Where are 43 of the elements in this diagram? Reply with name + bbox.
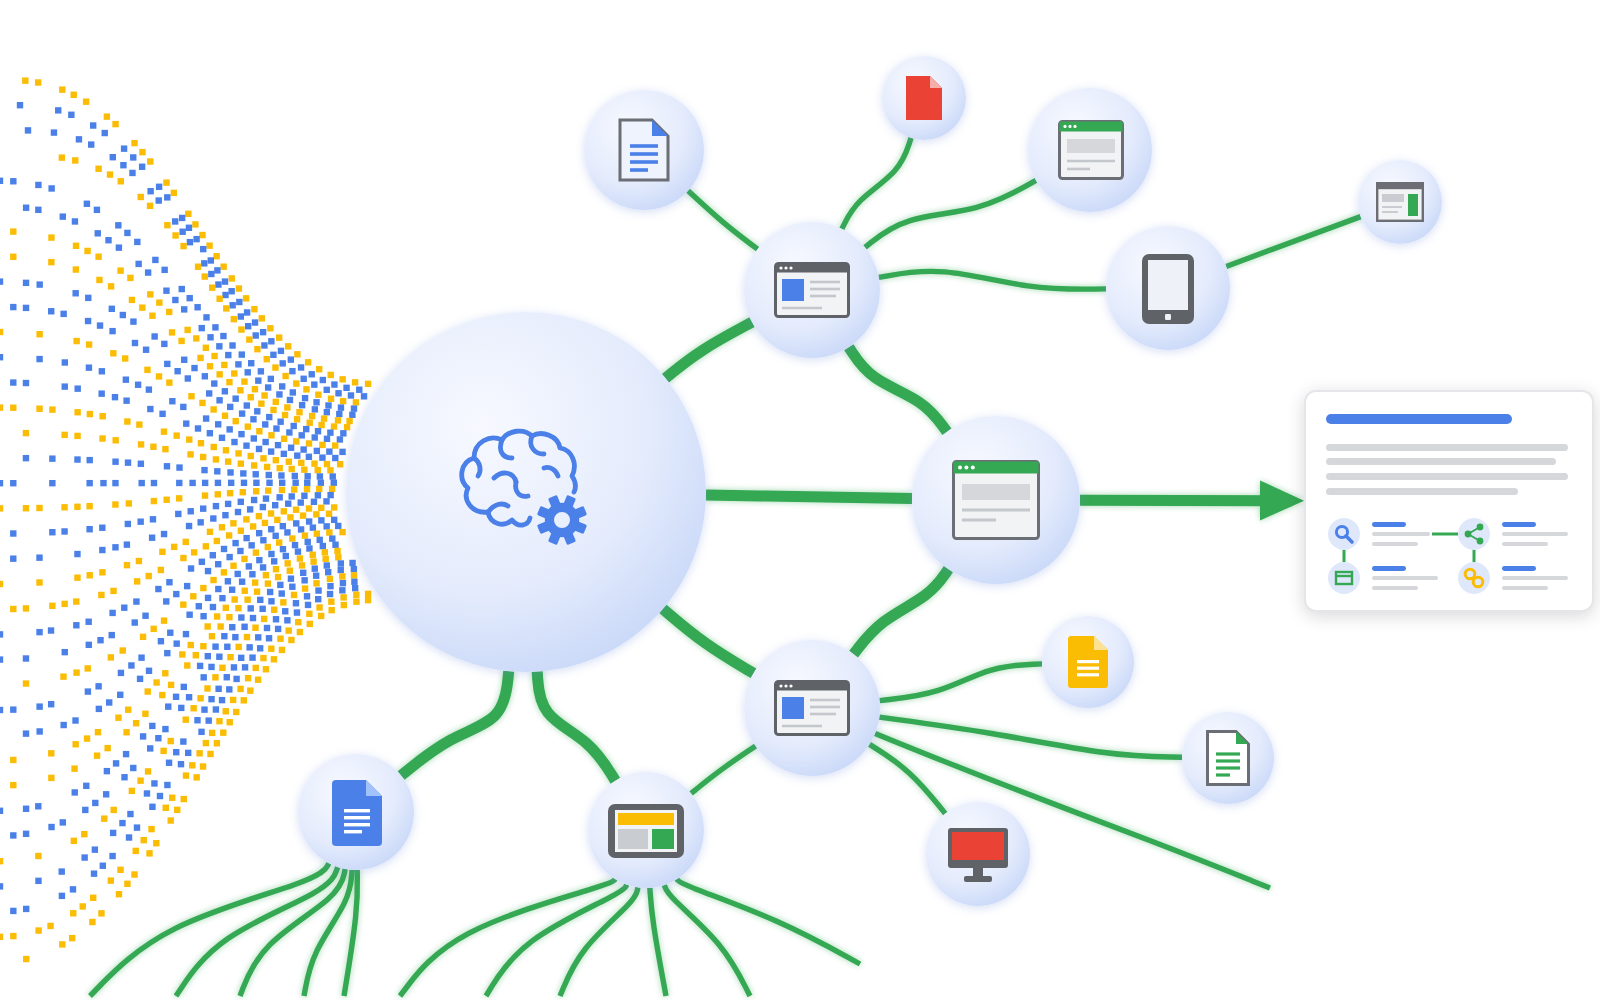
- bubble-node: [588, 772, 704, 888]
- bubble-node: [1042, 616, 1134, 708]
- connector-line: [879, 661, 1043, 704]
- connector-line: [863, 178, 1038, 250]
- connector-line: [868, 742, 948, 816]
- arrow: [1080, 480, 1304, 521]
- bubble-node: [1106, 226, 1230, 350]
- connector-line: [674, 877, 862, 967]
- results-card: [1304, 390, 1594, 612]
- bubble-node: [298, 754, 414, 870]
- connector-line: [301, 869, 355, 997]
- connector-line: [849, 566, 953, 658]
- connector-line: [557, 886, 641, 998]
- bubble-node: [1358, 160, 1442, 244]
- connector-line: [705, 489, 913, 505]
- connector-line: [878, 268, 1107, 292]
- connector-line: [879, 714, 1183, 760]
- connector-line: [686, 188, 760, 252]
- bubble-node: [926, 802, 1030, 906]
- connector-line: [659, 604, 757, 679]
- bubble-node: [912, 416, 1080, 584]
- connector-line: [483, 883, 630, 998]
- bubble-node: [1182, 712, 1274, 804]
- connector-line: [839, 137, 914, 231]
- connector-line: [661, 884, 753, 998]
- connector-line: [341, 869, 361, 997]
- connector-line: [531, 671, 620, 784]
- connector-line: [88, 862, 332, 998]
- connector-line: [173, 866, 341, 998]
- bubble-node: [744, 640, 880, 776]
- connector-line: [662, 317, 755, 383]
- connector-line: [1225, 214, 1362, 269]
- bubble-node: [1028, 88, 1152, 212]
- bubble-node: [584, 90, 704, 210]
- bubble-node: [882, 56, 966, 140]
- connector-line: [397, 670, 515, 780]
- connector-line: [237, 868, 348, 997]
- connector-line: [844, 344, 952, 436]
- connector-line: [647, 887, 669, 997]
- connector-line: [689, 743, 758, 796]
- connector-line: [874, 731, 1271, 891]
- connector-line: [397, 877, 618, 998]
- bubble-node: [744, 222, 880, 358]
